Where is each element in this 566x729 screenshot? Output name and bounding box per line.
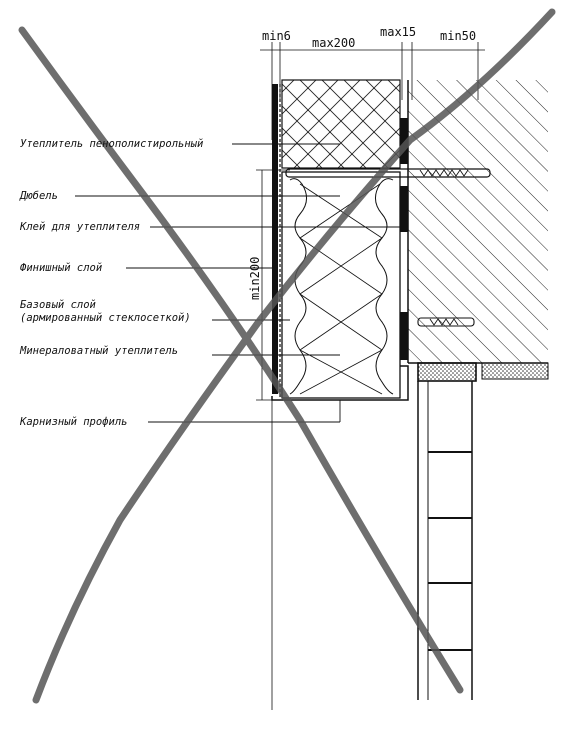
cornice-profile	[271, 365, 409, 401]
label-cornice-profile: Карнизный профиль	[20, 416, 128, 428]
leader-lines	[75, 143, 400, 423]
label-base-layer-note: (армированный стеклосеткой)	[20, 312, 191, 324]
cross-out-marks	[18, 8, 556, 704]
dim-max200: max200	[312, 36, 356, 50]
dim-min200: min200	[248, 256, 262, 300]
mineral-wool-insulation	[281, 171, 401, 399]
dim-max15: max15	[380, 25, 417, 39]
label-finish-layer: Финишный слой	[20, 262, 103, 274]
label-adhesive: Клей для утеплителя	[20, 221, 141, 233]
label-mineral-wool: Минераловатный утеплитель	[20, 345, 179, 357]
adhesive-strips	[400, 118, 408, 360]
label-foam-insulation: Утеплитель пенополистирольный	[20, 138, 204, 150]
label-base-layer: Базовый слой	[20, 299, 96, 311]
brick-column	[417, 381, 473, 700]
label-dowel: Дюбель	[20, 190, 58, 202]
render-layers	[272, 84, 281, 398]
slab-edge	[417, 362, 549, 382]
dimension-lines	[256, 42, 485, 401]
dim-min50: min50	[440, 29, 477, 43]
polystyrene-insulation	[281, 79, 401, 169]
dim-min6: min6	[262, 29, 291, 43]
